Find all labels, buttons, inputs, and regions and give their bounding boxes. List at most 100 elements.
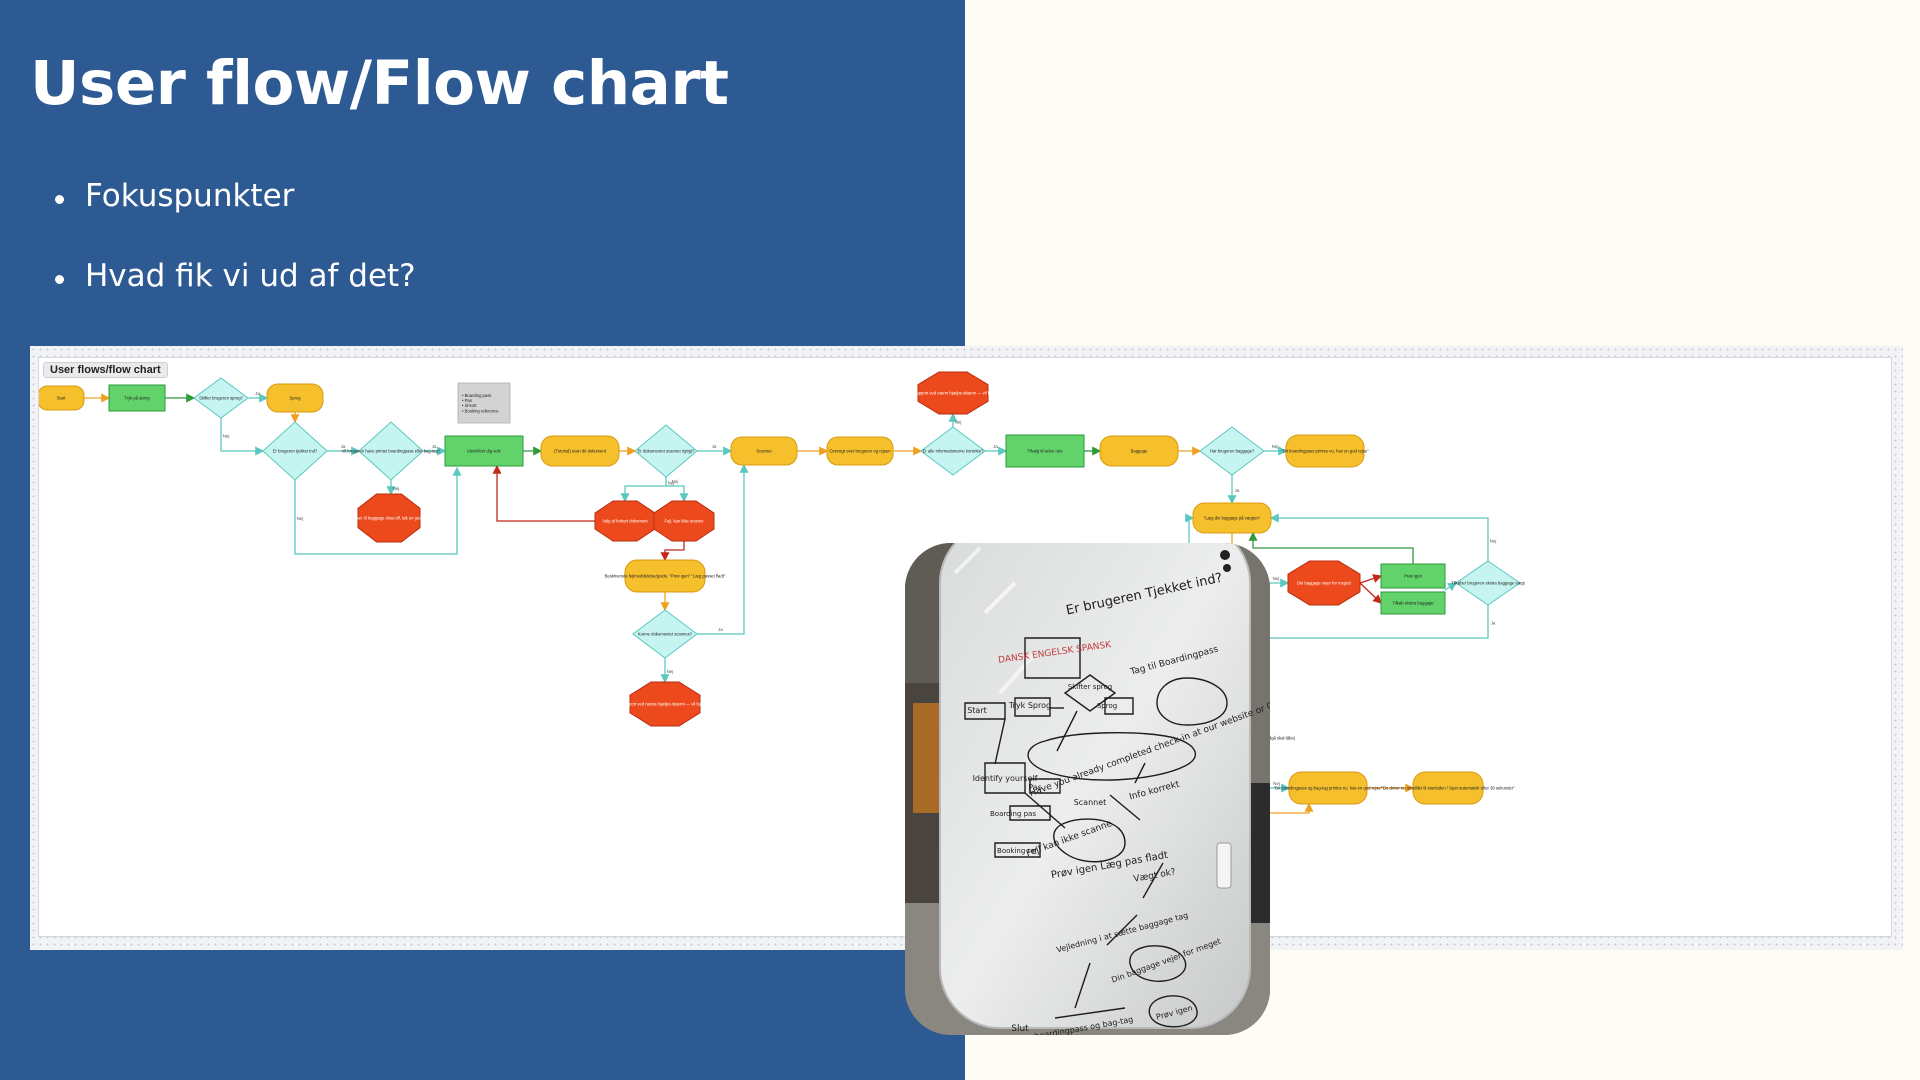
- connector-label: Nej: [667, 669, 674, 674]
- connector-label: Nej: [672, 479, 679, 484]
- sketch-word: Identify yourself: [973, 774, 1038, 783]
- connector-label: Nej: [223, 434, 230, 439]
- whiteboard: [939, 543, 1251, 1029]
- connector-label: Ja: [255, 391, 260, 396]
- connector-label: Nej: [1272, 444, 1279, 449]
- flow-node-text: Har brugeren baggage?: [1210, 449, 1255, 454]
- sketch-stroke: [1104, 697, 1134, 715]
- flow-node-q_tilkob: Tilkøber brugeren ekstra baggage vægt: [1451, 560, 1526, 606]
- flow-node-scan_dok: (Tutorial) scan dit dokument: [540, 435, 620, 467]
- bullet-item: Hvad fik vi ud af det?: [55, 258, 416, 338]
- flow-node-id: Identificér dig selv: [444, 435, 524, 467]
- sketch-stroke: [1014, 697, 1051, 717]
- flow-node-ids: • Boarding pass• Pas• Id-kort• Booking r…: [457, 382, 511, 424]
- sketch-stroke: [1009, 805, 1051, 821]
- sketch-word: Scannet: [1074, 798, 1107, 807]
- sketch-stroke: [1024, 637, 1081, 679]
- sketch-stroke: [1029, 778, 1061, 794]
- flow-connector: [1444, 582, 1458, 592]
- flow-node-fejl: Fejl, kan ikke scanne: [653, 500, 715, 542]
- flow-node-laeg: "Læg din baggage på vægten": [1192, 502, 1272, 534]
- connector-label: Ja: [993, 444, 998, 449]
- sketch-word: Booking ref: [997, 847, 1038, 855]
- flow-node-text: Tilvalg til selve rute: [1027, 449, 1063, 454]
- flow-node-refer: Henviser til baggage drop-off, tak en go…: [346, 493, 433, 543]
- connector-label: Nej: [1490, 539, 1497, 544]
- flow-node-text: Skifter brugeren sprog?: [199, 396, 243, 401]
- whiteboard-photo: Er brugeren Tjekket ind?DANSK ENGELSK SP…: [905, 543, 1270, 1035]
- flow-node-besked: Beskrivende fejlmeddelelse/guide, "Prøv …: [605, 559, 726, 593]
- flow-connector: [1255, 605, 1489, 643]
- flow-node-betal: Din baggage vejer for meget!: [1287, 560, 1361, 606]
- sketch-stroke: [1054, 1007, 1126, 1019]
- flow-node-text: Henviser til baggage drop-off, tak en go…: [346, 516, 432, 521]
- flow-connector: [697, 463, 749, 635]
- flow-node-text: Er alle informationerne korrekte?: [923, 449, 984, 454]
- flow-node-q_bag: Har brugeren baggage?: [1199, 426, 1265, 476]
- flow-node-text: Vil brugeren have printet boardingpass e…: [342, 449, 441, 454]
- flow-node-text: Start: [57, 396, 67, 401]
- sketch-stroke: [1148, 995, 1198, 1028]
- connector-label: Nej: [955, 420, 962, 425]
- sketch-stroke: [1074, 962, 1091, 1009]
- flow-connector: [1269, 513, 1489, 561]
- sketch-stroke: [1156, 677, 1228, 726]
- flow-node-sprog: Sprog: [266, 383, 324, 413]
- sketch-stroke: [994, 718, 1006, 765]
- sketch-stroke: [1056, 710, 1078, 752]
- sketch-stroke: [1027, 732, 1197, 781]
- sketch-stroke: [1134, 762, 1146, 784]
- flow-connector: [220, 418, 265, 456]
- flow-node-q_kunne: Kunne dokumentet scannes?: [632, 609, 698, 659]
- sketch-stroke: [1053, 818, 1126, 863]
- flow-node-forkert: Valg af forkert dokument: [594, 500, 656, 542]
- flow-node-text: "Kontakt support ved nærm hjælpe-skærm —…: [897, 391, 1009, 396]
- flow-node-text: Baggage: [1131, 449, 1148, 454]
- flow-node-text: Fejl, kan ikke scanne: [664, 519, 704, 524]
- connector-label: Ja: [1491, 621, 1496, 626]
- whiteboard-sketch: Er brugeren Tjekket ind?DANSK ENGELSK SP…: [905, 543, 1270, 1035]
- flow-node-slut: "Du driver nu omstillet til startsiden /…: [1381, 771, 1515, 805]
- flow-node-text: Beskrivende fejlmeddelelse/guide, "Prøv …: [605, 574, 726, 579]
- flow-node-text: Oversigt over brugeren og rejsen: [829, 449, 891, 454]
- connector-label: Ja: [341, 444, 346, 449]
- sketch-lines: [964, 637, 1228, 1028]
- flow-node-q_korrekt: Er alle informationerne korrekte?: [920, 426, 986, 476]
- sketch-stroke: [1063, 674, 1117, 712]
- bullet-list: Fokuspunkter Hvad fik vi ud af det?: [55, 178, 416, 338]
- flow-node-text: "Kontakt support ved næste hjælpe-skærm …: [605, 702, 725, 707]
- flow-node-kontakt1: "Kontakt support ved næste hjælpe-skærm …: [605, 681, 725, 727]
- sketch-stroke: [1106, 914, 1138, 946]
- flow-node-kontakt2: "Kontakt support ved nærm hjælpe-skærm —…: [897, 371, 1009, 415]
- flow-node-ekstra: Tilkøb ekstra baggage: [1380, 591, 1446, 615]
- flow-connector: [294, 466, 462, 555]
- sketch-stroke: [1109, 794, 1141, 821]
- flow-connector: [666, 485, 689, 503]
- flow-node-print1: "Dit boardingpass printes nu, hav en god…: [1281, 434, 1369, 468]
- flow-node-igen: Prøv igen: [1380, 563, 1446, 589]
- flow-node-text: Tilkøber brugeren ekstra baggage vægt: [1451, 581, 1525, 586]
- sketch-word: Tryk Sprog: [1008, 701, 1051, 710]
- connector-label: Nej: [1273, 781, 1280, 786]
- flow-node-text: Valg af forkert dokument: [602, 519, 648, 524]
- flow-node-tilvalg: Tilvalg til selve rute: [1005, 434, 1085, 468]
- connector-label: Nej: [1273, 576, 1280, 581]
- flow-node-print2: "Dit boardingpass og bag-tag printes nu,…: [1274, 771, 1383, 805]
- flowchart-label: User flows/flow chart: [43, 362, 168, 378]
- sketch-word: Skifter sprog: [1068, 683, 1112, 691]
- flow-connector: [1359, 574, 1383, 584]
- bullet-item: Fokuspunkter: [55, 178, 416, 258]
- flow-node-text: Tryk på sprog: [124, 396, 150, 401]
- connector-label: Nej: [668, 481, 675, 486]
- connector-label: Ja: [718, 627, 723, 632]
- sketch-word: Boarding pas: [990, 810, 1036, 818]
- sketch-word: Slut: [1011, 1024, 1029, 1034]
- connector-label: Ja: [712, 444, 717, 449]
- sketch-stroke: [1129, 945, 1187, 982]
- flow-node-text: "Dit boardingpass printes nu, hav en god…: [1281, 449, 1369, 454]
- flow-node-text: "Du driver nu omstillet til startsiden /…: [1381, 786, 1515, 791]
- sketch-stroke: [994, 842, 1041, 858]
- flow-node-q_dok: Er dokumentet scannet rigtigt?: [634, 424, 698, 478]
- connector-label: Ja: [432, 444, 437, 449]
- flow-node-text: Er dokumentet scannet rigtigt?: [638, 449, 695, 454]
